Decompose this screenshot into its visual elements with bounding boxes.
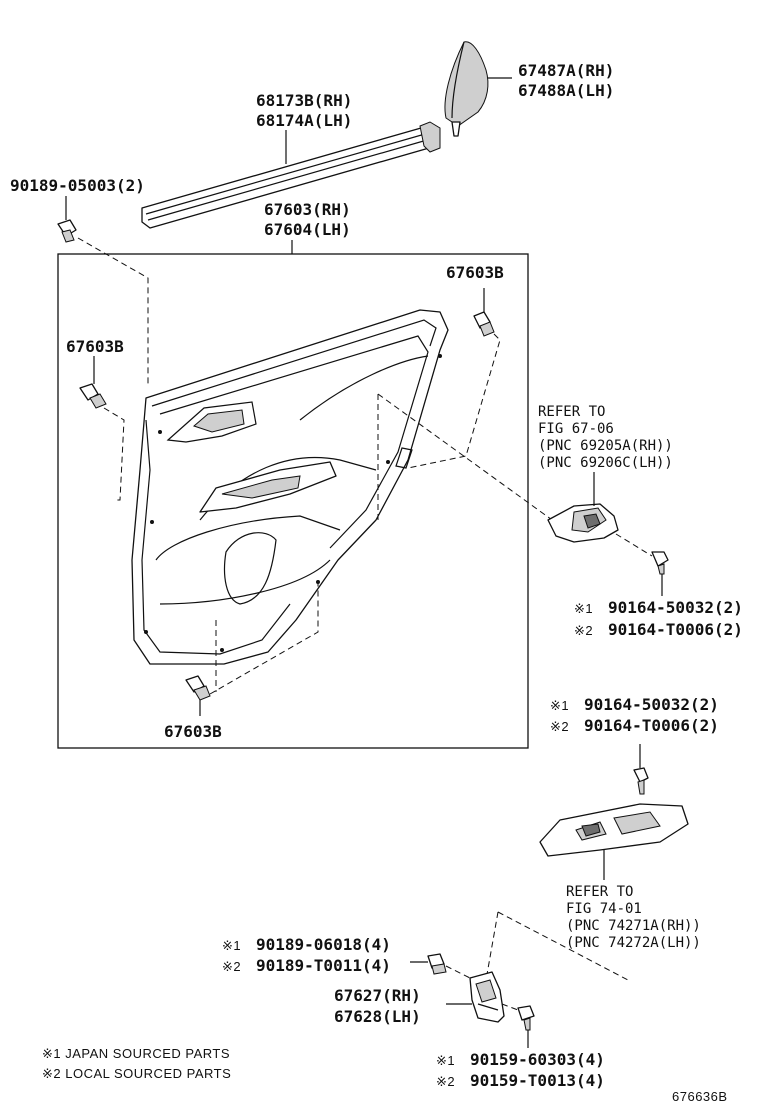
nut-a-mark: ※1 xyxy=(222,938,241,953)
label-67488: 67488A(LH) xyxy=(518,81,614,100)
bolt-part xyxy=(517,1005,535,1031)
screw2-b: 90164-T0006(2) xyxy=(584,716,719,735)
clip-top-right-part xyxy=(473,311,495,337)
clip-90189-part xyxy=(57,219,77,243)
bolt-b-mark: ※2 xyxy=(436,1074,455,1089)
nut-part xyxy=(427,953,447,975)
legend-local-sourced: ※2 LOCAL SOURCED PARTS xyxy=(42,1066,231,1081)
refer1-line4: (PNC 69206C(LH)) xyxy=(538,455,673,471)
label-67628: 67628(LH) xyxy=(334,1007,421,1026)
label-clip-top-right: 67603B xyxy=(446,263,504,282)
refer2-line3: (PNC 74271A(RH)) xyxy=(566,918,701,934)
clip-left-part xyxy=(79,383,107,409)
screw1-b-mark: ※2 xyxy=(574,623,593,638)
diagram-id: 676636B xyxy=(672,1089,728,1104)
panel-frame xyxy=(57,253,529,749)
nut-b-mark: ※2 xyxy=(222,959,241,974)
bolt-a-mark: ※1 xyxy=(436,1053,455,1068)
screw2-a-mark: ※1 xyxy=(550,698,569,713)
dash-clip-tr xyxy=(407,333,501,469)
label-67487: 67487A(RH) xyxy=(518,61,614,80)
nut-a: 90189-06018(4) xyxy=(256,935,391,954)
screw2-b-mark: ※2 xyxy=(550,719,569,734)
screw1-a-mark: ※1 xyxy=(574,601,593,616)
bolt-b: 90159-T0013(4) xyxy=(470,1071,605,1090)
refer2-line1: REFER TO xyxy=(566,884,633,900)
dash-handle-screw xyxy=(615,533,653,557)
bracket-part xyxy=(469,971,505,1023)
label-68173: 68173B(RH) xyxy=(256,91,352,110)
dash-bolt xyxy=(501,1003,519,1011)
label-67604: 67604(LH) xyxy=(264,220,351,239)
refer2-line4: (PNC 74272A(LH)) xyxy=(566,935,701,951)
bolt-a: 90159-60303(4) xyxy=(470,1050,605,1069)
screw2-a: 90164-50032(2) xyxy=(584,695,719,714)
dash-switch-1 xyxy=(497,911,629,981)
screw1-b: 90164-T0006(2) xyxy=(608,620,743,639)
refer1-line2: FIG 67-06 xyxy=(538,421,614,437)
label-67627: 67627(RH) xyxy=(334,986,421,1005)
inside-handle-part xyxy=(547,503,619,543)
dash-nut xyxy=(445,965,475,981)
weatherstrip-part xyxy=(141,121,441,229)
clip-bottom-part xyxy=(185,675,211,701)
label-67603: 67603(RH) xyxy=(264,200,351,219)
screw-handle-part xyxy=(651,551,669,575)
dash-switch-2 xyxy=(485,911,499,981)
label-90189-05003: 90189-05003(2) xyxy=(10,176,145,195)
refer1-line3: (PNC 69205A(RH)) xyxy=(538,438,673,454)
screw1-a: 90164-50032(2) xyxy=(608,598,743,617)
corner-garnish-part xyxy=(444,41,489,137)
nut-b: 90189-T0011(4) xyxy=(256,956,391,975)
label-clip-bottom: 67603B xyxy=(164,722,222,741)
dash-clip-90189 xyxy=(77,237,149,384)
dash-clip-b xyxy=(209,582,319,695)
legend-japan-sourced: ※1 JAPAN SOURCED PARTS xyxy=(42,1046,230,1061)
dash-handle-2 xyxy=(377,393,567,531)
label-clip-left: 67603B xyxy=(66,337,124,356)
dash-clip-l xyxy=(103,407,125,501)
refer2-line2: FIG 74-01 xyxy=(566,901,642,917)
door-trim-panel-part xyxy=(131,309,449,665)
screw-switch-part xyxy=(633,767,649,795)
switch-base-part xyxy=(539,803,689,857)
refer1-line1: REFER TO xyxy=(538,404,605,420)
label-68174: 68174A(LH) xyxy=(256,111,352,130)
